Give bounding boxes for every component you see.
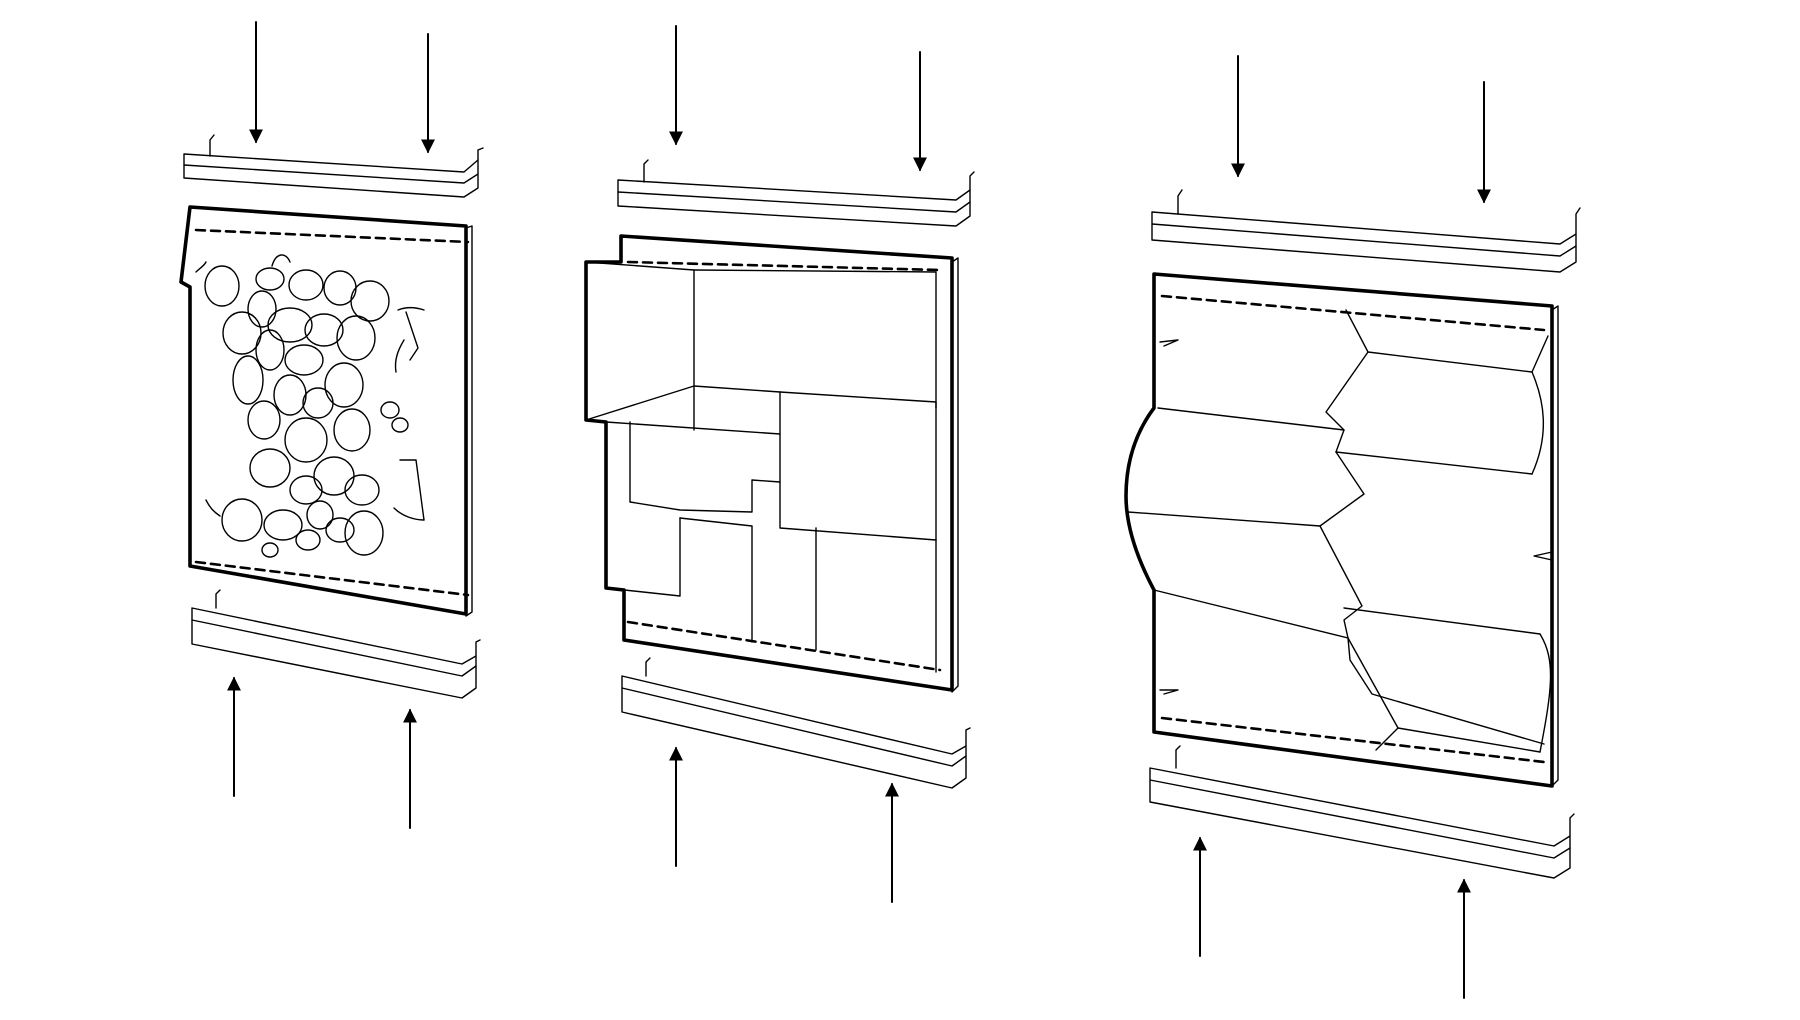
panel-1-pebbles bbox=[195, 254, 425, 558]
panel-1-bottom-rail bbox=[191, 589, 481, 699]
panel-1-assembly bbox=[179, 21, 484, 829]
panel-1-body bbox=[179, 205, 473, 617]
panel-3-assembly bbox=[1124, 55, 1581, 999]
panel-3-top-rail bbox=[1151, 189, 1581, 273]
panel-2-assembly bbox=[584, 25, 975, 903]
panel-2-bottom-rail bbox=[621, 657, 971, 789]
panel-3-folds bbox=[1127, 309, 1553, 753]
panel-2-blocks bbox=[585, 261, 937, 673]
panel-1-top-rail bbox=[183, 134, 484, 198]
panel-3-body bbox=[1124, 272, 1559, 788]
panel-3-bottom-rail bbox=[1149, 745, 1575, 879]
panel-2-top-rail bbox=[617, 159, 975, 227]
panel-2-body bbox=[584, 234, 959, 693]
